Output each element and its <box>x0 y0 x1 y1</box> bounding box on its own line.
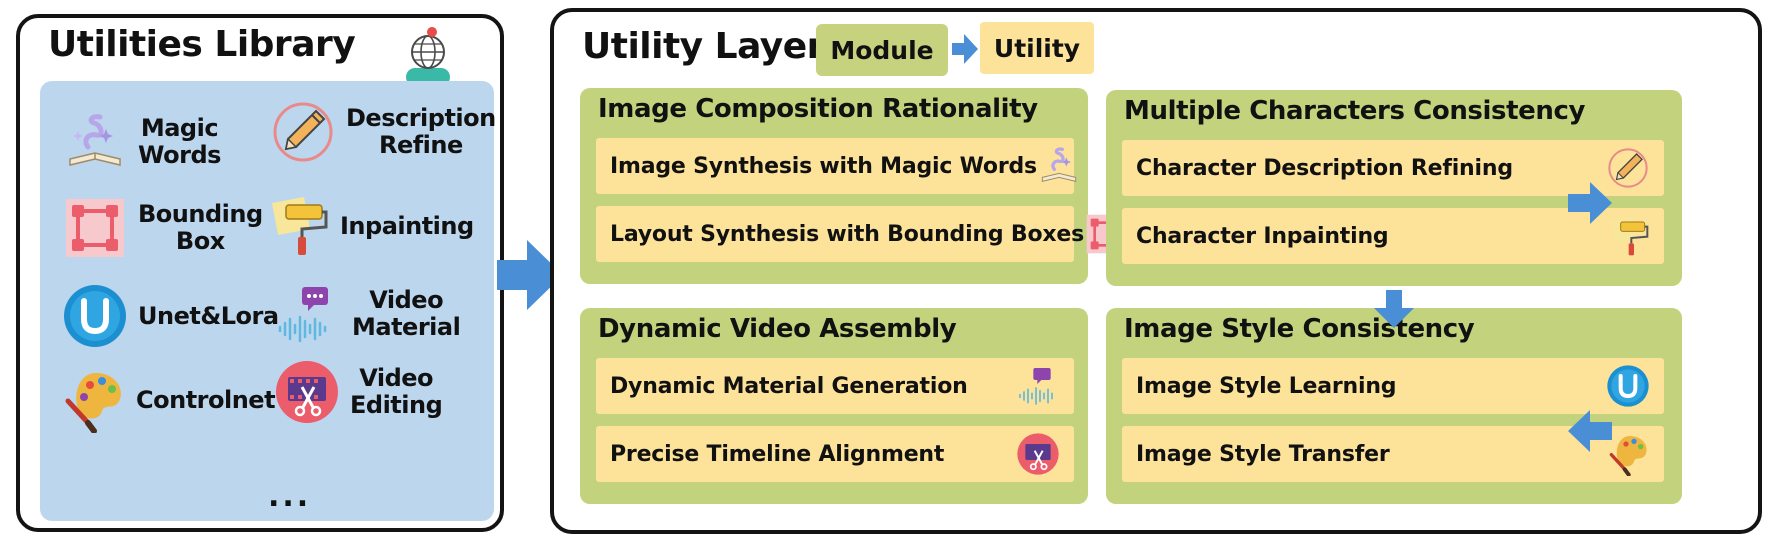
magic-book-icon <box>1041 147 1077 182</box>
u-circle-icon <box>64 285 126 347</box>
utility-label: Image Synthesis with Magic Words <box>610 153 1037 179</box>
library-to-layer-arrow-icon <box>497 240 563 310</box>
library-item-magic-words: Magic Words <box>62 109 221 175</box>
module-dynamic-video-assembly: Dynamic Video Assembly Dynamic Material … <box>580 308 1088 504</box>
library-item-inpainting: Inpainting <box>264 193 474 259</box>
film-scissors-icon <box>1017 433 1059 475</box>
module-image-style-consistency: Image Style Consistency Image Style Lear… <box>1106 308 1682 504</box>
module-title: Dynamic Video Assembly <box>598 314 957 344</box>
library-item-description-refine: Description Refine <box>270 99 496 165</box>
library-item-label: Magic Words <box>138 114 221 169</box>
pen-nib-icon <box>273 102 333 162</box>
utility-layer-panel: Utility Layer Module Utility Image Compo… <box>550 8 1762 534</box>
utilities-library-panel: Utilities Library Magic Words <box>16 14 504 532</box>
layer-title: Utility Layer <box>582 26 824 67</box>
utility-image-style-learning: Image Style Learning <box>1122 358 1664 414</box>
paint-roller-icon <box>272 197 328 255</box>
library-item-label: Unet&Lora <box>138 301 279 330</box>
flow-arrow-right-icon <box>1568 182 1612 224</box>
library-item-label: Video Material <box>352 286 461 341</box>
library-item-video-material: Video Material <box>276 281 461 347</box>
library-items-area: Magic Words Description Refine Bounding … <box>40 81 496 521</box>
utility-label: Precise Timeline Alignment <box>610 441 945 467</box>
library-item-label: Inpainting <box>340 211 474 240</box>
palette-icon <box>65 373 121 433</box>
library-ellipsis: ... <box>268 479 312 514</box>
module-title: Multiple Characters Consistency <box>1124 96 1586 126</box>
utility-label: Layout Synthesis with Bounding Boxes <box>610 221 1084 247</box>
utility-character-description-refining: Character Description Refining <box>1122 140 1664 196</box>
utility-dynamic-material-generation: Dynamic Material Generation <box>596 358 1074 414</box>
library-item-label: Video Editing <box>350 364 443 419</box>
library-item-label: Controlnet <box>136 385 276 414</box>
utility-label: Image Style Transfer <box>1136 441 1390 467</box>
library-title: Utilities Library <box>48 24 356 65</box>
film-scissors-icon <box>276 361 338 423</box>
paint-roller-icon <box>1611 216 1649 256</box>
palette-icon <box>1609 436 1647 476</box>
library-item-controlnet: Controlnet <box>60 367 276 433</box>
legend-module: Module <box>816 24 948 76</box>
magic-book-icon <box>69 114 121 166</box>
legend-arrow-icon <box>952 34 978 64</box>
utility-image-style-transfer: Image Style Transfer <box>1122 426 1664 482</box>
legend-utility: Utility <box>980 22 1094 74</box>
u-circle-icon <box>1607 365 1649 407</box>
utility-precise-timeline-alignment: Precise Timeline Alignment <box>596 426 1074 482</box>
library-item-video-editing: Video Editing <box>274 359 443 425</box>
module-title: Image Style Consistency <box>1124 314 1475 344</box>
module-image-composition-rationality: Image Composition Rationality Image Synt… <box>580 88 1126 284</box>
globe-icon <box>406 27 450 86</box>
flow-arrow-down-icon <box>1374 290 1414 328</box>
bounding-box-icon <box>66 199 124 257</box>
module-multiple-characters-consistency: Multiple Characters Consistency Characte… <box>1106 90 1682 286</box>
module-title: Image Composition Rationality <box>598 94 1038 124</box>
library-item-label: Description Refine <box>346 104 496 159</box>
utility-label: Character Description Refining <box>1136 155 1513 181</box>
flow-arrow-left-icon <box>1568 410 1612 452</box>
utility-layout-synthesis-bounding-boxes: Layout Synthesis with Bounding Boxes <box>596 206 1126 262</box>
library-item-label: Bounding Box <box>138 200 263 255</box>
utility-image-synthesis-magic-words: Image Synthesis with Magic Words <box>596 138 1077 194</box>
utility-label: Dynamic Material Generation <box>610 373 968 399</box>
pen-nib-icon <box>1608 148 1648 188</box>
utility-label: Character Inpainting <box>1136 223 1389 249</box>
audio-wave-icon <box>278 287 328 343</box>
library-item-unet-lora: Unet&Lora <box>62 283 279 349</box>
audio-wave-icon <box>1019 368 1053 405</box>
utility-label: Image Style Learning <box>1136 373 1397 399</box>
library-item-bounding-box: Bounding Box <box>62 195 263 261</box>
utility-character-inpainting: Character Inpainting <box>1122 208 1664 264</box>
